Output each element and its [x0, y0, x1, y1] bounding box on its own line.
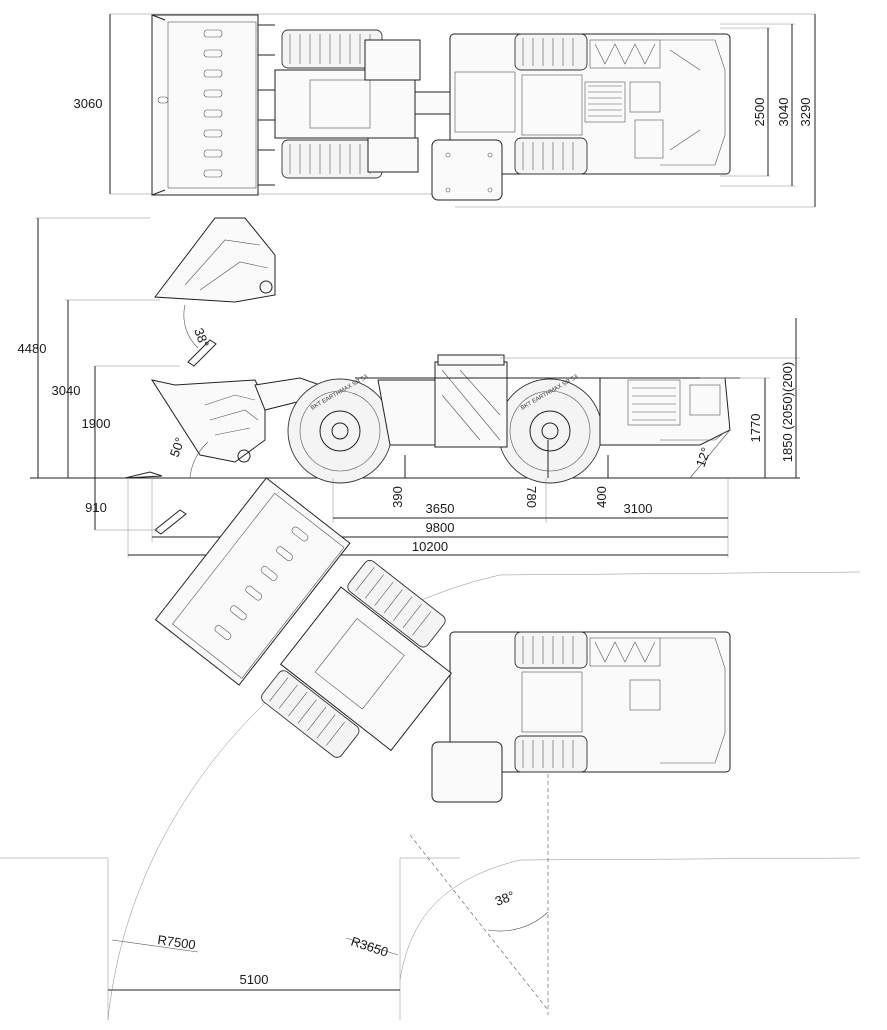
dim-label-9800: 9800 [426, 520, 455, 535]
dim-right-side: 1770 1850 (2050)(200) [500, 318, 800, 478]
bucket-top [151, 14, 275, 196]
raised-bucket [154, 217, 276, 303]
dim-label-390: 390 [390, 486, 405, 508]
dim-clearance-group: 390 780 400 [390, 440, 609, 508]
dim-label-1850: 1850 (2050)(200) [780, 362, 795, 462]
dim-label-4480: 4480 [18, 341, 47, 356]
radius-label-r7500: R7500 [157, 932, 197, 952]
dim-label-3060: 3060 [74, 96, 103, 111]
rear-frame-top [431, 33, 731, 201]
dim-label-780: 780 [524, 486, 539, 508]
angle-label-50: 50° [167, 435, 188, 459]
front-frame-turn [154, 477, 453, 758]
dim-label-3040-side: 3040 [52, 383, 81, 398]
dim-label-10200: 10200 [412, 539, 448, 554]
rear-tyre: BKT EARTHMAX SR 53 [497, 374, 603, 484]
dim-label-2500: 2500 [752, 98, 767, 127]
rear-frame-turn [431, 631, 731, 803]
dim-label-3650: 3650 [426, 501, 455, 516]
turning-view: 38° R7500 R3650 5100 [0, 477, 861, 1021]
dim-label-910: 910 [85, 500, 107, 515]
side-chassis [355, 354, 740, 448]
angle-marks: 38° 50° 12° [167, 304, 731, 479]
dim-height-group: 4480 3040 1900 910 [18, 217, 180, 531]
angle-label-38-side: 38° [191, 326, 212, 350]
dim-label-5100: 5100 [240, 972, 269, 987]
dim-label-1770: 1770 [748, 414, 763, 443]
side-view: BKT EARTHMAX SR 53 BKT EARTHMAX SR 53 [18, 217, 800, 558]
top-view: 3060 2500 3040 3290 [74, 13, 816, 208]
front-tyre: BKT EARTHMAX SR 53 [287, 374, 393, 484]
dim-3060: 3060 [74, 14, 111, 194]
dim-label-3290: 3290 [798, 98, 813, 127]
angle-label-38-turn: 38° [493, 888, 517, 909]
angle-label-12: 12° [693, 445, 714, 469]
front-frame-top [274, 29, 451, 179]
dim-label-3100: 3100 [624, 501, 653, 516]
dim-label-1900: 1900 [82, 416, 111, 431]
dim-label-3040: 3040 [776, 98, 791, 127]
radius-label-r3650: R3650 [349, 934, 390, 960]
dim-right-group: 2500 3040 3290 [752, 14, 816, 207]
dim-label-400: 400 [594, 486, 609, 508]
